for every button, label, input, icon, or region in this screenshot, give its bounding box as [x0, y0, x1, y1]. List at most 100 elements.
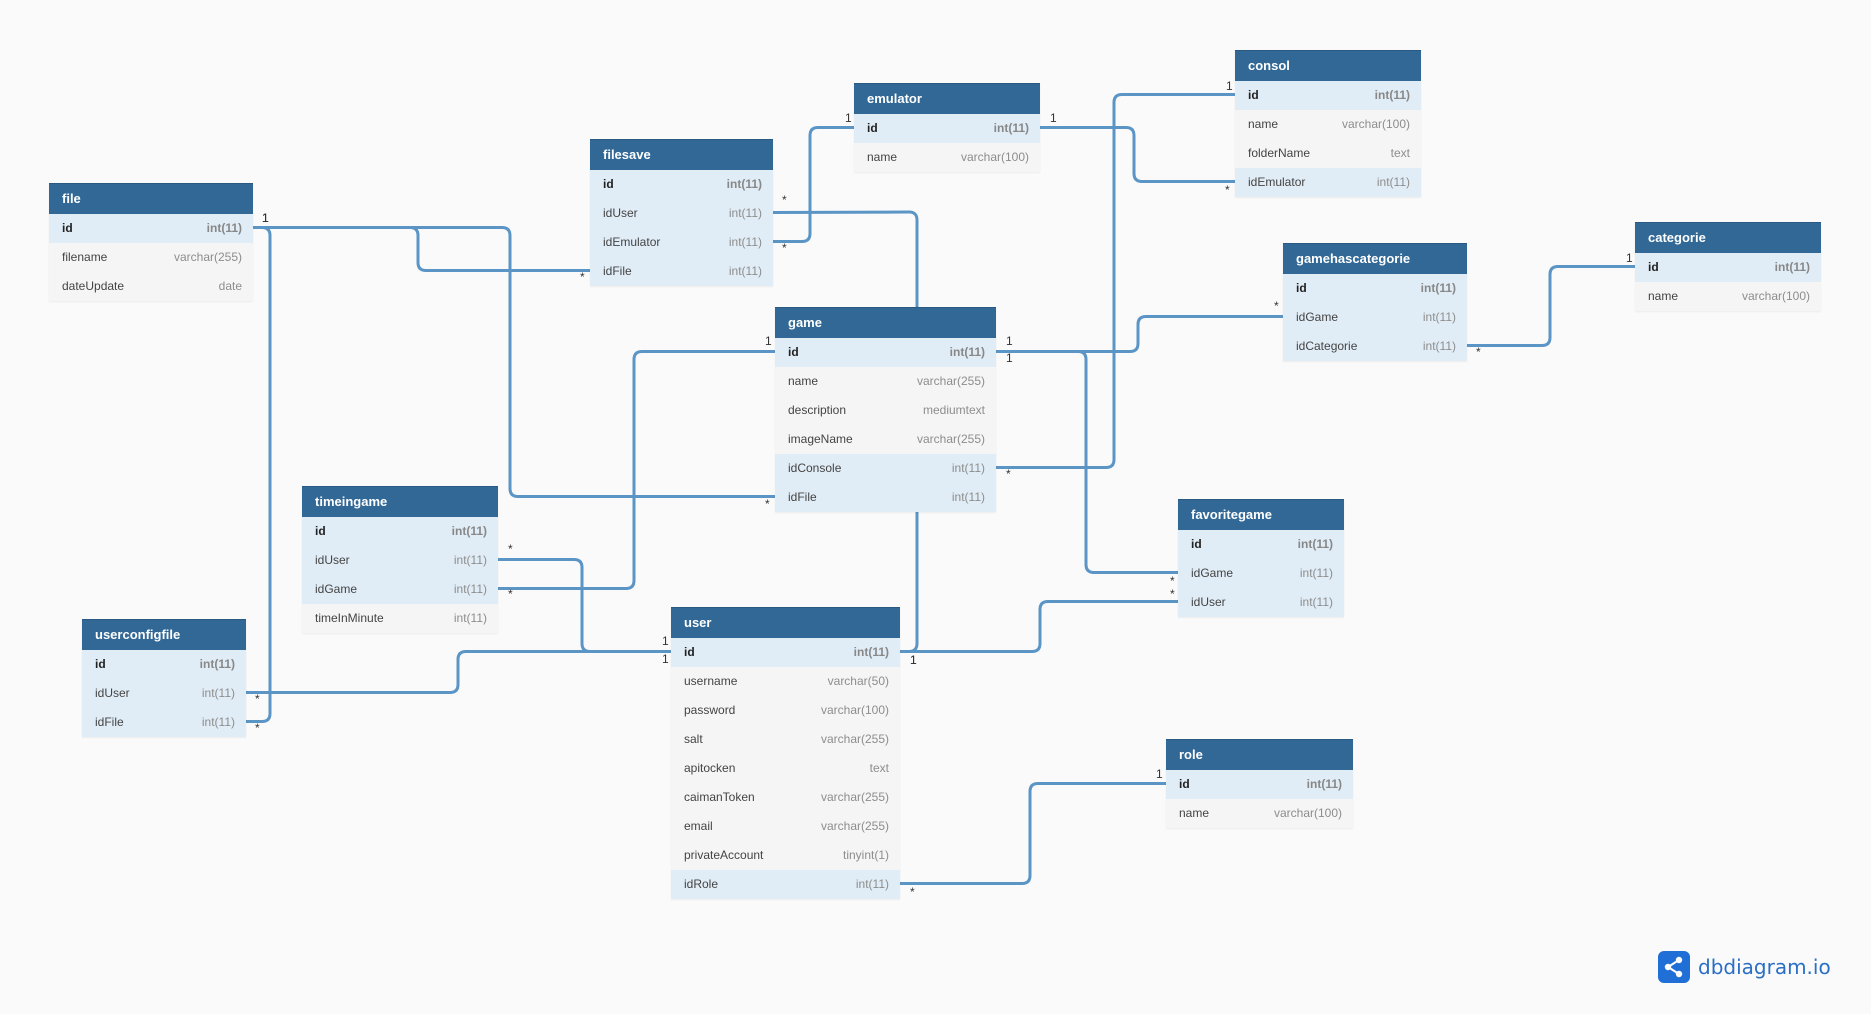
- table-header[interactable]: game: [775, 307, 996, 338]
- field-name: id: [788, 345, 799, 359]
- relation-link[interactable]: [996, 350, 1178, 574]
- field-name: imageName: [788, 432, 853, 446]
- field-name: folderName: [1248, 146, 1311, 160]
- table-header[interactable]: consol: [1235, 50, 1421, 81]
- relation-link[interactable]: [900, 782, 1166, 885]
- relation-link[interactable]: [498, 350, 775, 590]
- field-name: username: [684, 674, 738, 688]
- field-name: timeInMinute: [315, 611, 384, 625]
- table-header[interactable]: role: [1166, 739, 1353, 770]
- relation-link[interactable]: [1467, 265, 1635, 347]
- field-type: varchar(100): [820, 703, 889, 717]
- field-type: date: [218, 279, 242, 293]
- field-type: int(11): [206, 221, 242, 235]
- table-header[interactable]: userconfigfile: [82, 619, 246, 650]
- relation-link[interactable]: [1040, 126, 1235, 183]
- table-header[interactable]: filesave: [590, 139, 773, 170]
- field-name: id: [1248, 88, 1259, 102]
- field-type: int(11): [453, 582, 487, 596]
- table-header[interactable]: categorie: [1635, 222, 1821, 253]
- field-name: id: [95, 657, 106, 671]
- table-header[interactable]: timeingame: [302, 486, 498, 517]
- relation-link[interactable]: [773, 126, 854, 243]
- table-header[interactable]: file: [49, 183, 253, 214]
- table-header[interactable]: user: [671, 607, 900, 638]
- field-type: text: [869, 761, 889, 775]
- table-header[interactable]: favoritegame: [1178, 499, 1344, 530]
- relation-link[interactable]: [246, 226, 272, 723]
- field-name: idUser: [1191, 595, 1226, 609]
- cardinality-one: 1: [910, 653, 917, 667]
- field-type: int(11): [1299, 566, 1333, 580]
- table-header[interactable]: gamehascategorie: [1283, 243, 1467, 274]
- field-name: name: [867, 150, 898, 164]
- table-header[interactable]: emulator: [854, 83, 1040, 114]
- cardinality-one: 1: [1626, 251, 1633, 265]
- relation-link[interactable]: [996, 315, 1283, 353]
- relation-link[interactable]: [246, 650, 671, 694]
- relation-link[interactable]: [253, 226, 590, 272]
- field-name: name: [1179, 806, 1210, 820]
- relation-link[interactable]: [900, 600, 1178, 653]
- relation-link[interactable]: [498, 558, 671, 653]
